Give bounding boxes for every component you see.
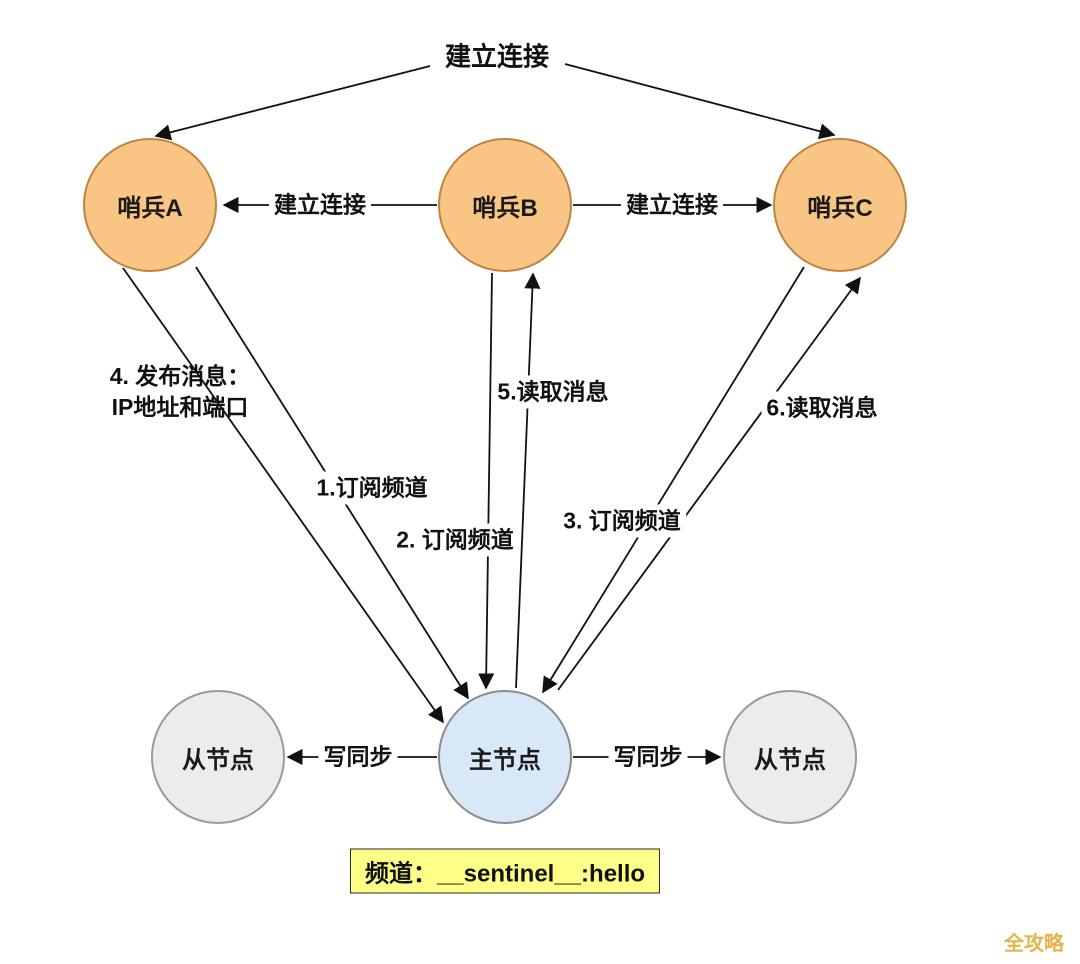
arrow-top-to-sentinel-c: [564, 63, 836, 140]
subscribe-2-label: 2. 订阅频道: [391, 523, 519, 557]
slave-left-node: 从节点: [151, 690, 285, 824]
arrow-c-subscribe-to-master: [542, 266, 805, 694]
read-5-label: 5.读取消息: [492, 375, 614, 409]
establish-top-label: 建立连接: [444, 41, 550, 72]
sentinel-c-label: 哨兵C: [807, 194, 873, 222]
master-node: 主节点: [438, 690, 572, 824]
slave-right-node: 从节点: [723, 690, 857, 824]
subscribe-1-label: 1.订阅频道: [311, 471, 433, 505]
arrow-master-read-to-b: [515, 272, 541, 689]
watermark-text: 全攻略: [1004, 933, 1064, 955]
publish-message-label: 4. 发布消息： IP地址和端口: [105, 360, 256, 424]
establish-bc-label: 建立连接: [621, 188, 723, 222]
sync-right-label: 写同步: [608, 740, 688, 774]
arrow-master-read-to-c: [557, 276, 861, 691]
slave-right-label: 从节点: [754, 746, 826, 774]
channel-box: 频道：__sentinel__:hello: [349, 848, 661, 894]
sentinel-b-label: 哨兵B: [472, 194, 538, 222]
read-6-label: 6.读取消息: [761, 391, 883, 425]
establish-ab-label: 建立连接: [269, 188, 371, 222]
sync-left-label: 写同步: [318, 740, 398, 774]
arrow-a-publish-to-master: [122, 267, 444, 724]
sentinel-b-node: 哨兵B: [438, 138, 572, 272]
sentinel-a-label: 哨兵A: [117, 194, 183, 222]
publish-message-line1: 4. 发布消息：: [109, 362, 251, 389]
arrow-top-to-sentinel-a: [154, 65, 431, 141]
master-label: 主节点: [469, 746, 541, 774]
subscribe-3-label: 3. 订阅频道: [558, 504, 686, 538]
arrow-b-subscribe-to-master: [478, 272, 495, 690]
sentinel-a-node: 哨兵A: [83, 138, 217, 272]
sentinel-c-node: 哨兵C: [773, 138, 907, 272]
publish-message-line2: IP地址和端口: [111, 394, 249, 420]
slave-left-label: 从节点: [182, 746, 254, 774]
